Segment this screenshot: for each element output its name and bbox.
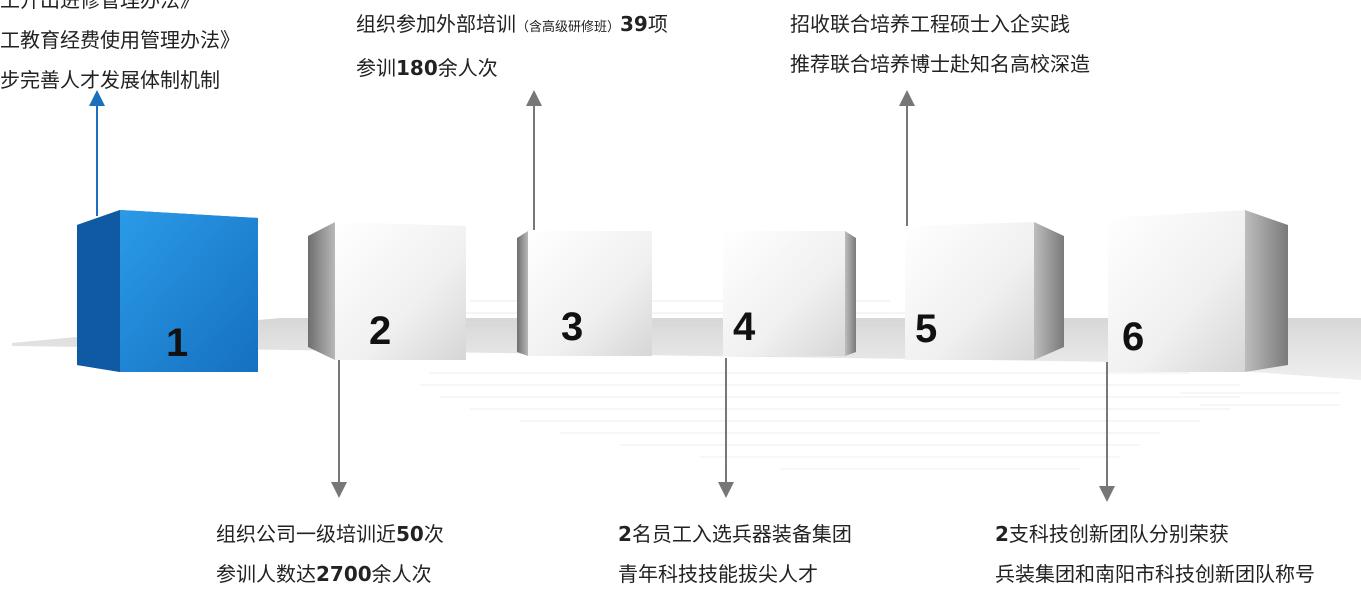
block-5-number: 5: [915, 307, 937, 351]
text-1-line-1: 工开出进修管理办法》: [0, 0, 200, 12]
text-2-line-2b: 余人次: [371, 562, 432, 586]
block-3-number: 3: [561, 305, 583, 349]
text-block-2: 组织公司一级培训近50次 参训人数达2700余人次: [216, 514, 444, 594]
block-1-number: 1: [166, 321, 188, 365]
text-block-1: 工开出进修管理办法》 工教育经费使用管理办法》 步完善人才发展体制机制: [0, 0, 240, 100]
text-3-participants: 180: [396, 56, 438, 80]
text-block-6: 2支科技创新团队分别荣获 兵装集团和南阳市科技创新团队称号: [995, 514, 1315, 594]
text-3-line-1b: 项: [647, 12, 668, 36]
text-4-line-2: 青年科技技能拔尖人才: [618, 562, 818, 586]
text-block-4: 2名员工入选兵器装备集团 青年科技技能拔尖人才: [618, 514, 852, 594]
text-3-paren: （含高级研修班）: [516, 20, 621, 35]
block-4: [723, 231, 856, 356]
text-2-participants: 2700: [316, 562, 372, 586]
text-3-line-2b: 余人次: [437, 56, 498, 80]
block-5: [905, 222, 1064, 360]
text-2-line-1b: 次: [423, 522, 444, 546]
text-5-line-2: 推荐联合培养博士赴知名高校深造: [790, 52, 1090, 76]
text-2-count: 50: [396, 522, 424, 546]
block-3: [517, 231, 652, 356]
text-1-line-2: 工教育经费使用管理办法》: [0, 28, 240, 52]
text-block-3: 组织参加外部培训（含高级研修班）39项 参训180余人次: [356, 4, 668, 88]
text-2-line-2a: 参训人数达: [216, 562, 316, 586]
text-4-line-1: 名员工入选兵器装备集团: [631, 522, 852, 546]
text-6-line-2: 兵装集团和南阳市科技创新团队称号: [995, 562, 1315, 586]
text-6-line-1: 支科技创新团队分别荣获: [1008, 522, 1229, 546]
text-3-line-1a: 组织参加外部培训: [356, 12, 516, 36]
block-6-number: 6: [1122, 315, 1144, 359]
block-1: [77, 210, 258, 372]
text-3-line-2a: 参训: [356, 56, 396, 80]
text-3-count: 39: [620, 12, 648, 36]
block-2-number: 2: [369, 309, 391, 353]
block-6: [1108, 210, 1288, 372]
text-5-line-1: 招收联合培养工程硕士入企实践: [790, 12, 1070, 36]
block-4-number: 4: [733, 305, 756, 349]
text-1-line-3: 步完善人才发展体制机制: [0, 68, 220, 92]
text-block-5: 招收联合培养工程硕士入企实践 推荐联合培养博士赴知名高校深造: [790, 4, 1090, 84]
text-4-count: 2: [618, 522, 632, 546]
block-2: [308, 222, 466, 360]
text-2-line-1a: 组织公司一级培训近: [216, 522, 396, 546]
text-6-count: 2: [995, 522, 1009, 546]
